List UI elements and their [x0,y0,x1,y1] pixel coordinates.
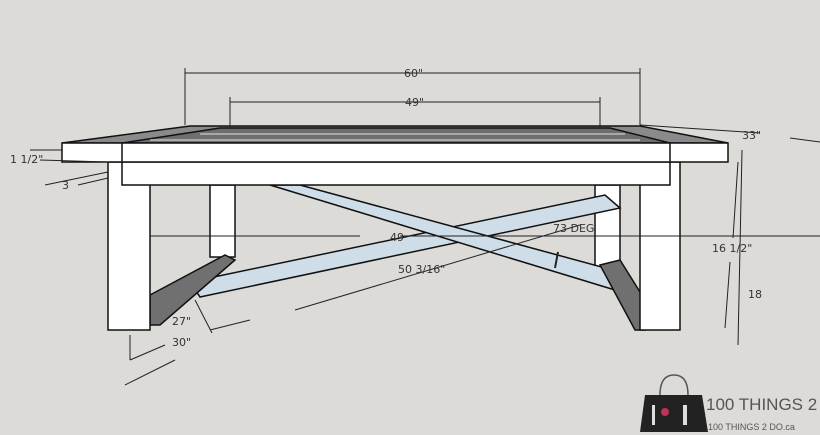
dim-stretcher-span: 49 [390,231,404,244]
dim-total-height: 18 [748,288,762,301]
dim-top-thickness: 1 1/2" [10,153,43,166]
tabletop-front [61,142,729,163]
logo-line2: 100 THINGS 2 DO.ca [708,422,795,432]
front-right-leg [639,161,681,331]
dim-depth: 33" [742,129,761,142]
back-left-leg [209,184,236,258]
dim-brace-angle: 73 DEG [553,222,594,235]
logo-line1: 100 THINGS 2 [706,395,817,414]
dim-overall-length: 60" [404,67,423,80]
dim-inner-depth: 27" [172,315,191,328]
bag-icon [640,395,708,432]
right-stretcher [598,259,646,331]
dim-leg-width: 3 [62,179,69,192]
apron [121,161,671,186]
x-brace-1 [188,194,622,298]
front-left-leg [107,161,151,331]
logo: 100 THINGS 2 100 THINGS 2 DO.ca [640,374,817,432]
dim-leg-height: 16 1/2" [712,242,752,255]
dim-brace-length: 50 3/16" [398,263,445,276]
dim-outer-depth: 30" [172,336,191,349]
dim-inner-length: 49" [405,96,424,109]
